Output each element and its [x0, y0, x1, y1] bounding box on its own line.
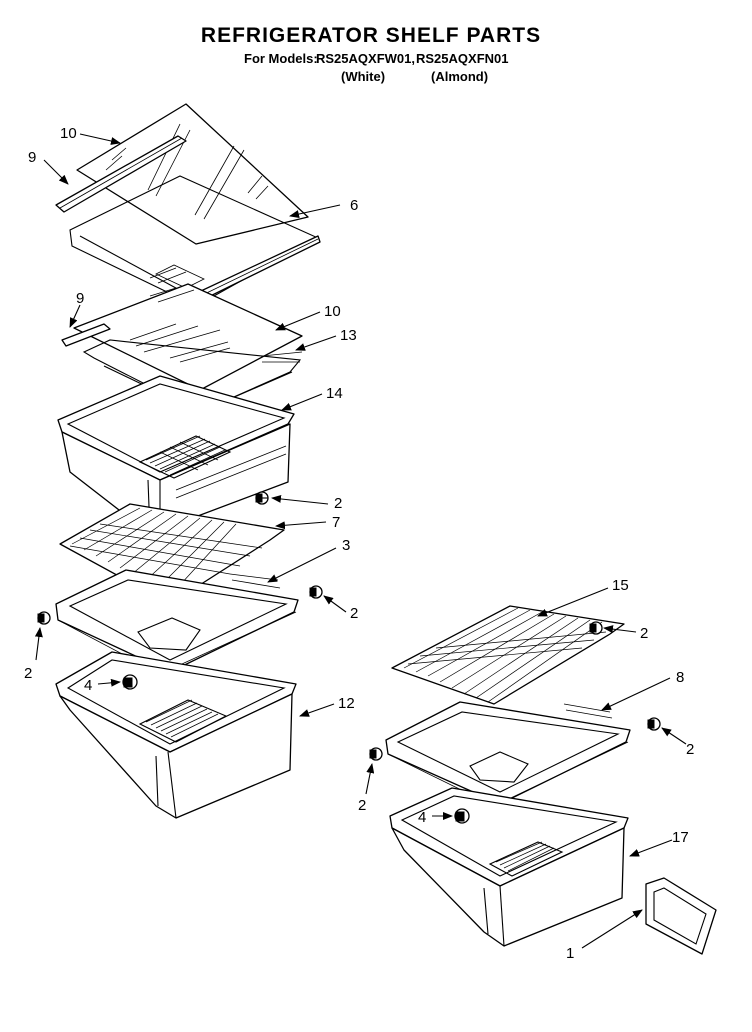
crisper-grating-upper: [138, 435, 232, 479]
callout-7: 7: [332, 514, 340, 531]
label-frame-part: [645, 877, 717, 955]
glass-panel-middle: [73, 283, 303, 391]
callout-15: 15: [612, 577, 629, 594]
callout-10-upper: 10: [60, 125, 77, 142]
callout-2-b: 2: [350, 605, 358, 622]
model-color-white: (White): [341, 69, 385, 84]
callout-9-upper: 9: [28, 149, 36, 166]
screw-2-left: [37, 611, 51, 625]
callout-3: 3: [342, 537, 350, 554]
callout-14: 14: [326, 385, 343, 402]
crisper-grating-right: [488, 841, 564, 877]
trim-strip-middle: [61, 323, 111, 347]
lower-crisper-drawer: [55, 651, 297, 819]
callout-12: 12: [338, 695, 355, 712]
screw-2-right-mid: [647, 717, 661, 731]
leader-lines: [34, 133, 687, 949]
callout-numbers: 10 9 6 9 10 13 14 2 7 3 2 2 4 12 15 2 8 …: [24, 125, 694, 962]
callout-2-a: 2: [334, 495, 342, 512]
callout-17: 17: [672, 829, 689, 846]
callout-2-c: 2: [24, 665, 32, 682]
clip-4-left: [122, 674, 138, 690]
screw-2-mid-right: [309, 585, 323, 599]
callout-9-middle: 9: [76, 290, 84, 307]
shelf-grille-right: [391, 605, 625, 705]
callout-13: 13: [340, 327, 357, 344]
diagram-header: REFRIGERATOR SHELF PARTS For Models: RS2…: [201, 24, 541, 84]
model-color-almond: (Almond): [431, 69, 488, 84]
callout-2-f: 2: [358, 797, 366, 814]
shelf-frame-middle: [82, 339, 302, 413]
model-number-almond: RS25AQXFN01: [416, 51, 508, 66]
trim-strip-upper: [55, 135, 187, 213]
glass-panel-upper: [76, 103, 309, 245]
screw-2-right-top: [589, 621, 603, 635]
callout-4-right: 4: [418, 809, 426, 826]
screw-2-upper-right: [255, 491, 269, 505]
callout-10-middle: 10: [324, 303, 341, 320]
callout-2-e: 2: [686, 741, 694, 758]
shelf-frame-crisper-left: [55, 569, 299, 675]
callout-2-d: 2: [640, 625, 648, 642]
crisper-grating-lower: [138, 699, 228, 743]
callout-6: 6: [350, 197, 358, 214]
shelf-frame-crisper-right: [385, 701, 631, 807]
callout-1: 1: [566, 945, 574, 962]
diagram-title: REFRIGERATOR SHELF PARTS: [201, 24, 541, 47]
upper-crisper-drawer: [57, 375, 295, 535]
model-number-white: RS25AQXFW01,: [316, 51, 415, 66]
clip-4-right: [454, 808, 470, 824]
screw-2-right-left: [369, 747, 383, 761]
upper-glass-shelf: [55, 103, 321, 307]
subtitle-prefix: For Models:: [244, 51, 318, 66]
middle-glass-shelf: [61, 283, 303, 413]
callout-8: 8: [676, 669, 684, 686]
callout-4-left: 4: [84, 677, 92, 694]
